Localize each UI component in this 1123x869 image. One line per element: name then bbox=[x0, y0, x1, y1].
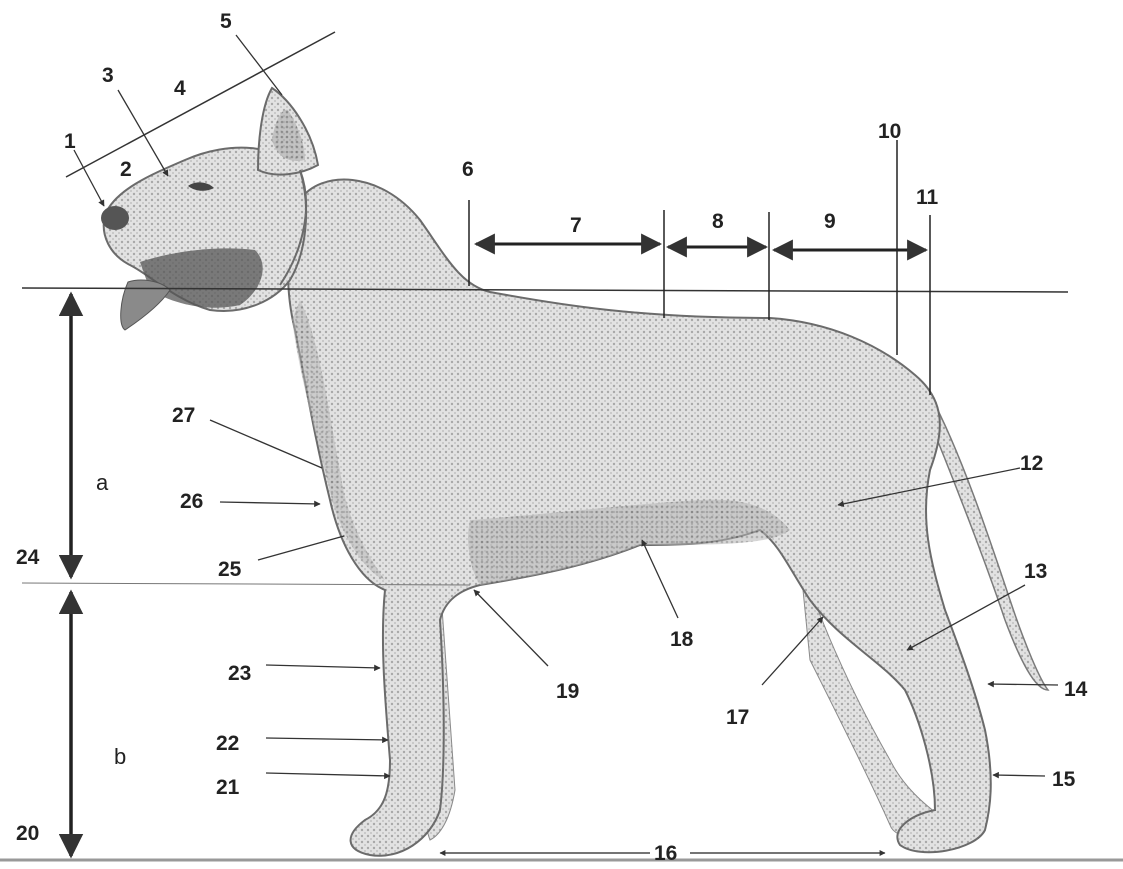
label-9: 9 bbox=[824, 210, 836, 233]
label-17: 17 bbox=[726, 706, 749, 729]
label-4: 4 bbox=[174, 77, 186, 100]
label-10: 10 bbox=[878, 120, 901, 143]
leader-22 bbox=[266, 738, 388, 740]
leader-27 bbox=[210, 420, 322, 468]
label-b: b bbox=[114, 744, 126, 769]
label-27: 27 bbox=[172, 404, 195, 427]
label-18: 18 bbox=[670, 628, 694, 651]
leader-23 bbox=[266, 665, 380, 668]
label-19: 19 bbox=[556, 680, 579, 703]
leader-26 bbox=[220, 502, 320, 504]
dog-nose bbox=[101, 206, 129, 230]
label-22: 22 bbox=[216, 732, 239, 755]
label-25: 25 bbox=[218, 558, 242, 581]
label-1: 1 bbox=[64, 130, 76, 153]
label-12: 12 bbox=[1020, 452, 1043, 475]
dog-illustration bbox=[101, 88, 1048, 856]
leader-21 bbox=[266, 773, 390, 776]
dog-tongue bbox=[121, 280, 170, 330]
label-24: 24 bbox=[16, 546, 40, 569]
leader-19 bbox=[474, 590, 548, 666]
label-23: 23 bbox=[228, 662, 251, 685]
leader-15 bbox=[993, 775, 1045, 776]
label-3: 3 bbox=[102, 64, 114, 87]
label-a: a bbox=[96, 470, 109, 495]
label-21: 21 bbox=[216, 776, 240, 799]
leader-14 bbox=[988, 684, 1058, 685]
label-15: 15 bbox=[1052, 768, 1076, 791]
leader-18 bbox=[642, 540, 678, 618]
label-20: 20 bbox=[16, 822, 39, 845]
label-6: 6 bbox=[462, 158, 474, 181]
label-7: 7 bbox=[570, 214, 582, 237]
label-8: 8 bbox=[712, 210, 724, 233]
leader-25 bbox=[258, 536, 344, 560]
label-14: 14 bbox=[1064, 678, 1088, 701]
label-26: 26 bbox=[180, 490, 203, 513]
label-13: 13 bbox=[1024, 560, 1047, 583]
label-5: 5 bbox=[220, 10, 232, 33]
label-2: 2 bbox=[120, 158, 132, 181]
label-16: 16 bbox=[654, 842, 677, 864]
label-11: 11 bbox=[916, 186, 939, 209]
